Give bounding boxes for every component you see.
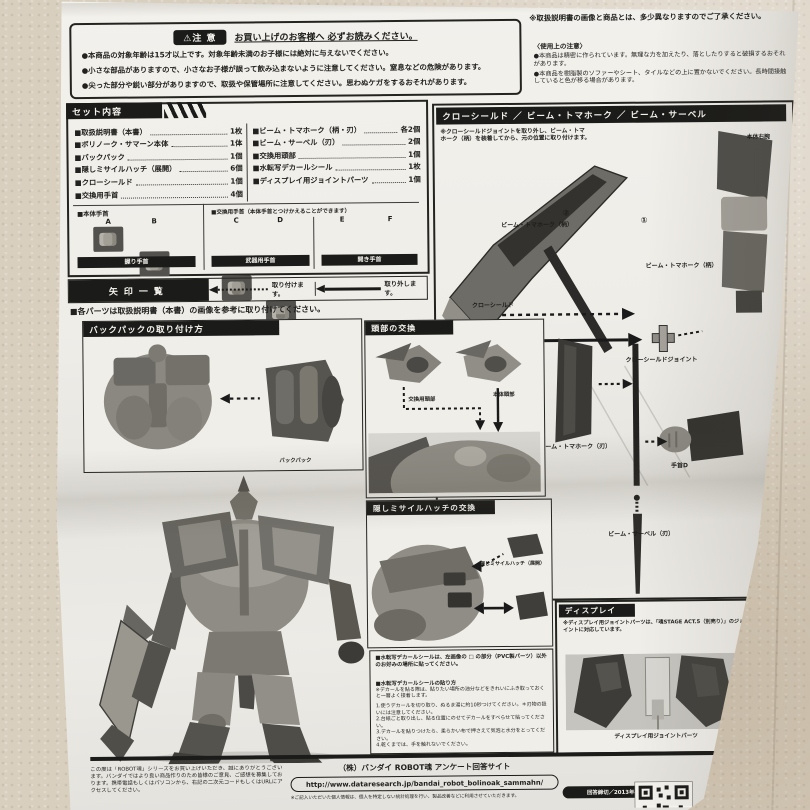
caution-bullet-2: ●小さな部品がありますので、小さなお子様が誤って飲み込まないように注意してくださ… [81, 62, 486, 76]
main-robot-photo [99, 475, 365, 765]
display-note: ※ディスプレイ用ジョイントパーツは、「魂STAGE ACT.5（別売り）」のジョ… [563, 618, 745, 633]
survey-url: http://www.dataresearch.jp/bandai_robot_… [305, 778, 544, 789]
survey-site-title: （株）バンダイ ROBOT魂 アンケート回答サイト [338, 761, 511, 773]
attach-arrow-legend: 取り付けます。 [208, 280, 315, 299]
arrow-legend-title: 矢印一覧 [108, 286, 169, 298]
backpack-title-bar: バックパックの取り付け方 [83, 320, 280, 338]
caution-bullet-1: ●本商品の対象年齢は15才以上です。対象年齢未満のお子様には絶対に与えないでくだ… [81, 48, 393, 61]
swap-head-label: 交換用頭部 [408, 396, 436, 403]
head-swap-illustration [368, 340, 541, 494]
weapons-title-bar: クローシールド ／ ビーム・トマホーク ／ ビーム・サーベル [436, 104, 787, 125]
hatch-part-label: 隠しミサイルハッチ（展開） [479, 560, 545, 568]
set-list-divider [246, 123, 249, 202]
usage-notes: 〈使用上の注意〉 ●本商品は精密に作られています。無理な力を加えたり、落としたり… [533, 38, 790, 100]
attach-arrow-icon [208, 285, 218, 294]
footer-thanks: この度は「ROBOT魂」シリーズをお買い上げいただき、誠にありがとうございます。… [90, 765, 283, 795]
image-disclaimer: ※取扱説明書の画像と商品とは、多少異なりますのでご了承ください。 [529, 11, 766, 23]
survey-url-pill: http://www.dataresearch.jp/bandai_robot_… [290, 774, 559, 793]
hand-label-b: B [151, 217, 157, 226]
step1-number: ① [640, 215, 648, 225]
wrist-d-label: 手首D [670, 462, 689, 470]
beam-saber-label: ビーム・サーベル（刃） [608, 530, 675, 539]
detach-arrow-legend: 取り外します。 [315, 279, 426, 298]
body-head-label: 本体頭部 [493, 391, 515, 399]
tomahawk-blade-label: ビーム・トマホーク（刃） [539, 442, 612, 451]
backpack-illustration [103, 344, 344, 450]
hand-photo-a [93, 226, 124, 252]
usage-title: 〈使用上の注意〉 [533, 42, 587, 51]
claw-shield-label: クローシールド [471, 301, 514, 310]
set-contents-stripes [164, 101, 207, 119]
claw-joint-label: クローシールドジョイント [625, 356, 698, 364]
caution-heading: お買い上げのお客様へ 必ずお読みください。 [234, 31, 418, 44]
caution-badge: ⚠注 意 [173, 29, 227, 45]
hand-label-f: F [387, 215, 393, 224]
hand-label-e: E [339, 215, 345, 224]
right-arm-label: 本体右腕 [746, 134, 770, 141]
display-title-bar: ディスプレイ [558, 603, 635, 618]
hatch-illustration [371, 533, 548, 642]
backpack-title: バックパックの取り付け方 [89, 324, 204, 336]
display-illustration [565, 652, 747, 731]
arrow-legend-box: 矢印一覧 取り付けます。 取り外します。 [67, 275, 428, 304]
display-box: ディスプレイ ※ディスプレイ用ジョイントパーツは、「魂STAGE ACT.5（別… [554, 598, 757, 755]
tomahawk-grip-label-2: ビーム・トマホーク（柄） [645, 261, 718, 270]
backpack-box: バックパックの取り付け方 バックパック [82, 318, 364, 474]
decal-box: ■水転写デカールシールは、左画像の □ の部分（PVC製パーツ）以外のお好みの場… [369, 648, 555, 755]
hands-divider-2 [313, 216, 316, 269]
head-swap-box: 頭部の交換 交換用頭部 本体頭部 [364, 318, 546, 499]
usage-bullet-2: ●本商品を樹脂製のソファーやシート、タイルなどの上に置かないでください。長時間接… [533, 67, 787, 85]
decal-usage: ■水転写デカールシールは、左画像の □ の部分（PVC製パーツ）以外のお好みの場… [375, 653, 547, 669]
head-swap-title-bar: 頭部の交換 [365, 320, 454, 336]
hand-label-a: A [105, 217, 111, 226]
caution-box: ⚠注 意 お買い上げのお客様へ 必ずお読みください。 ●本商品の対象年齢は15才… [69, 18, 522, 100]
set-contents-title-bar: セット内容 [66, 102, 163, 120]
set-contents-title: セット内容 [72, 107, 123, 118]
body-hands-title: ■本体手首 [77, 209, 109, 219]
qr-code [634, 781, 693, 808]
decal-step-4: 4.乾くまでは、手を触れないでください。 [376, 741, 471, 749]
hatch-box: 隠しミサイルハッチの交換 隠しミサイルハッチ（展開） [365, 498, 554, 649]
display-title: ディスプレイ [564, 605, 616, 616]
hands-divider-1 [202, 203, 206, 270]
usage-bullet-1: ●本商品は精密に作られています。無理な力を加えたり、落としたりすると破損するおそ… [533, 50, 786, 68]
parts-note: ■各パーツは取扱説明書（本書）の画像を参考に取り付けてください。 [69, 304, 326, 317]
hand-label-d: D [277, 216, 284, 225]
detach-arrow-icon [315, 284, 325, 293]
step2-number: ② [562, 208, 570, 218]
weapons-title: クローシールド ／ ビーム・トマホーク ／ ビーム・サーベル [442, 109, 707, 123]
arrow-legend-title-bar: 矢印一覧 [68, 278, 209, 303]
open-hands-caption: 開き手首 [321, 253, 418, 266]
hand-label-c: C [233, 216, 239, 225]
tomahawk-grip-label-1: ビーム・トマホーク（柄） [501, 221, 574, 230]
decal-note: ※デカールを貼る際は、貼りたい場所の油分などをきれいにふき取っておくと一層よく接… [375, 685, 545, 700]
head-swap-title: 頭部の交換 [371, 323, 417, 333]
caution-bullet-3: ●尖った部分や鋭い部分がありますので、取扱や保管場所に注意してください。思わぬケ… [81, 77, 472, 91]
grip-hands-caption: 握り手首 [77, 255, 196, 269]
privacy-note: ※ご記入いただいた個人情報は、個人を特定しない統計処理を行い、製品改善などに利用… [290, 793, 520, 802]
weapon-hands-caption: 武器用手首 [211, 254, 310, 267]
display-caption: ディスプレイ用ジョイントパーツ [614, 733, 698, 740]
backpack-caption: バックパック [279, 457, 312, 465]
